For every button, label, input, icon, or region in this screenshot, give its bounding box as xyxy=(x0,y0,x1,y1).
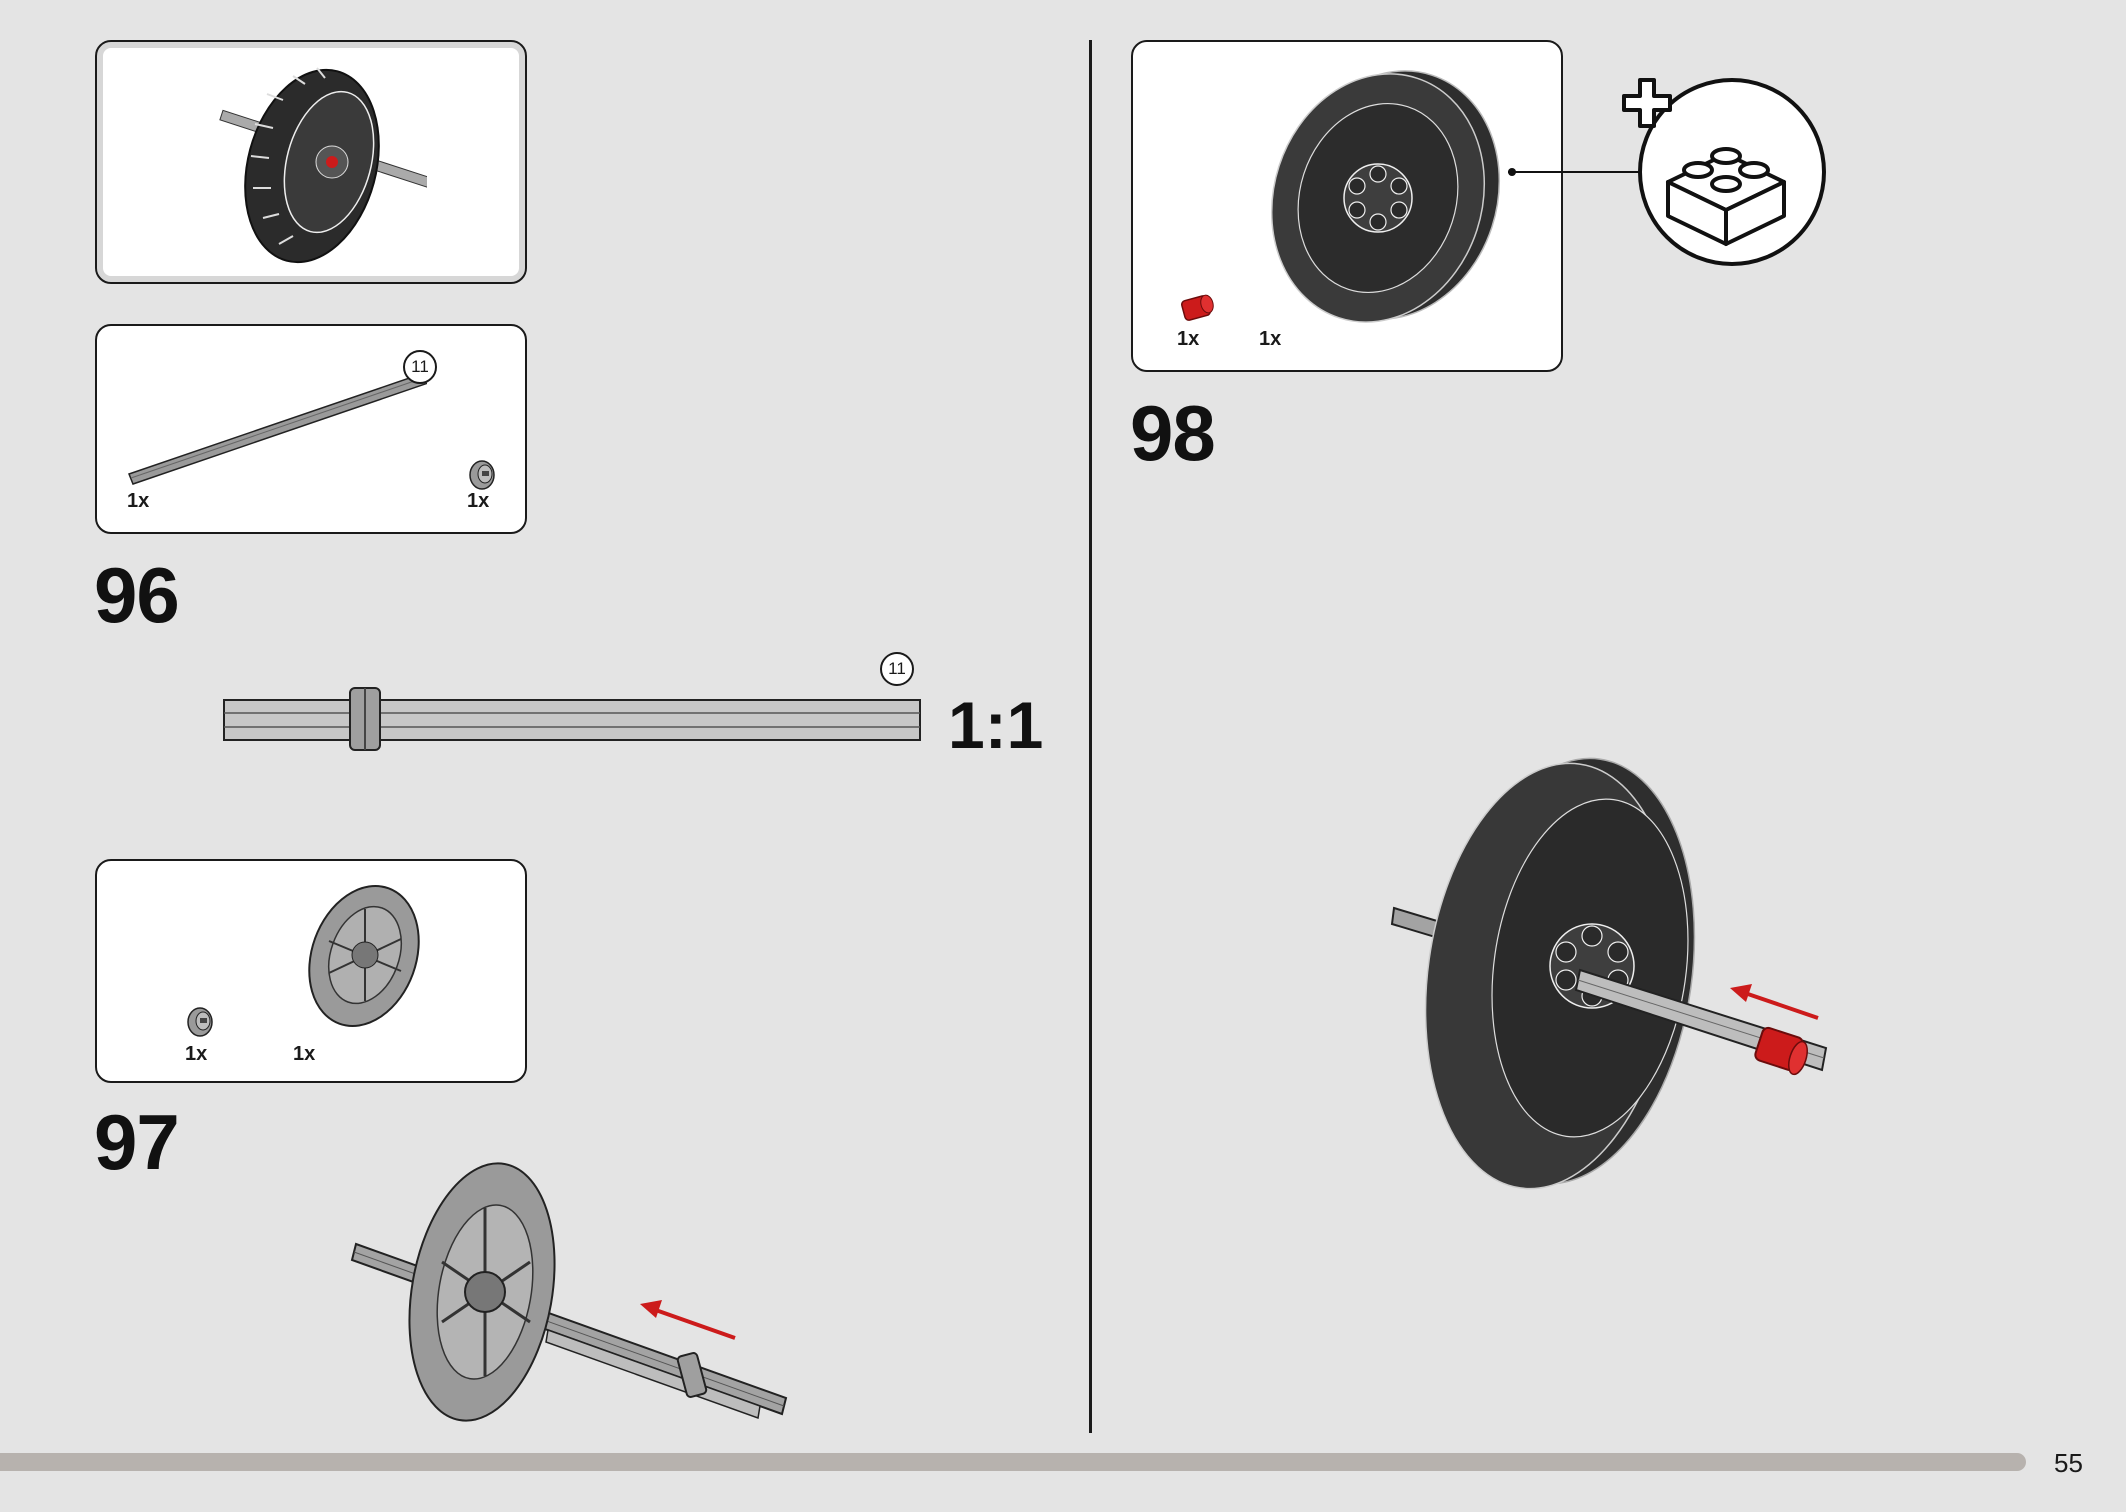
parts-list-step-97: 1x 1x xyxy=(95,859,527,1083)
bush-icon xyxy=(469,460,495,490)
qty-bush: 1x xyxy=(467,490,490,512)
wheel-subassembly-icon xyxy=(219,67,427,264)
bush-icon xyxy=(187,1007,213,1037)
page-progress-bar xyxy=(0,1453,2026,1471)
add-new-brick-icon xyxy=(1508,78,1826,266)
qty-rim: 1x xyxy=(1259,328,1282,350)
assembly-arrow-icon xyxy=(1730,984,1819,1020)
qty-disc: 1x xyxy=(293,1043,316,1065)
axle-length-callout: 11 xyxy=(403,350,437,384)
step-97-assembly-illustration xyxy=(350,1162,788,1422)
rim-icon xyxy=(1270,70,1501,323)
qty-connector: 1x xyxy=(1177,328,1200,350)
scale-label: 1:1 xyxy=(948,688,1044,762)
axle-scale-callout: 11 xyxy=(880,652,914,686)
brake-disc-icon xyxy=(308,885,420,1027)
page-number: 55 xyxy=(2054,1448,2083,1478)
red-connector-icon xyxy=(1181,294,1214,321)
qty-bush: 1x xyxy=(185,1043,208,1065)
axle-icon xyxy=(128,371,427,485)
step-98-assembly-illustration xyxy=(1390,757,1828,1190)
axle-scale-illustration xyxy=(223,687,921,751)
step-number-96: 96 xyxy=(94,551,180,639)
subassembly-preview-box xyxy=(95,40,527,284)
parts-list-step-96: 11 1x 1x xyxy=(95,324,527,534)
assembly-arrow-icon xyxy=(640,1300,736,1340)
parts-list-step-98: 1x 1x xyxy=(1131,40,1563,372)
step-number-98: 98 xyxy=(1130,389,1216,477)
qty-axle: 1x xyxy=(127,490,150,512)
column-divider xyxy=(1089,40,1092,1433)
step-number-97: 97 xyxy=(94,1098,180,1186)
